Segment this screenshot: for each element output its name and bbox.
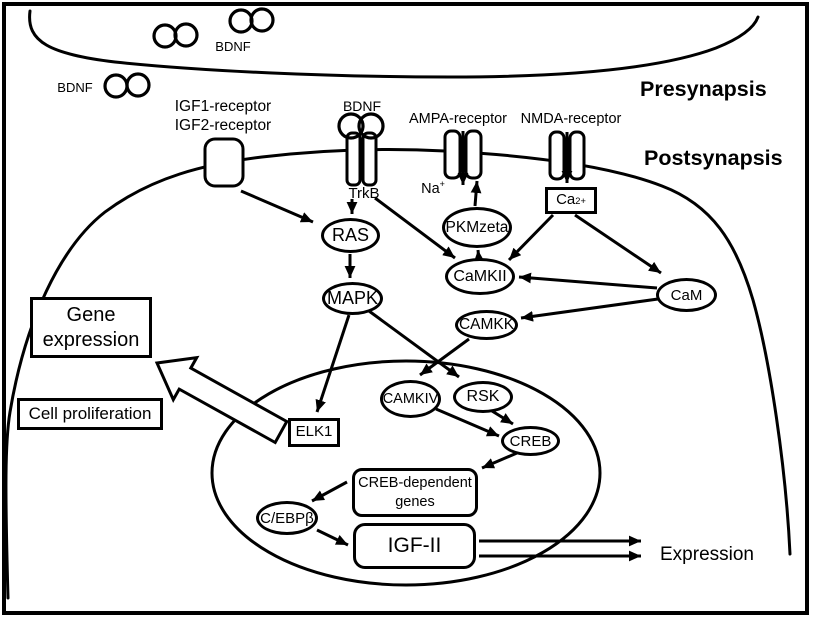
creb-dependent-genes-box: CREB-dependent genes (352, 468, 478, 517)
node-camkiv: CAMKIV (380, 380, 441, 418)
node-rsk: RSK (453, 381, 513, 413)
trkb-label: TrkB (348, 185, 380, 202)
nucleus-output-block-arrow (154, 355, 289, 445)
bdnf-trkb-label: BDNF (342, 98, 382, 114)
bdnf-top-label: BDNF (215, 39, 251, 54)
node-camkk: CAMKK (455, 310, 518, 340)
expression-label: Expression (660, 544, 754, 565)
arrow-creb-to-crebgenes (481, 451, 518, 470)
trkb-receptor-icon (337, 112, 385, 187)
presynapsis-label: Presynapsis (640, 77, 767, 101)
bdnf-dimer-top-middle (152, 22, 199, 49)
arrow-ca-to-camkii (507, 213, 555, 262)
igf1-receptor-label: IGF1-receptor (174, 98, 272, 115)
igf2-receptor-label: IGF2-receptor (174, 116, 272, 134)
node-cebpb: C/EBPβ (256, 501, 318, 535)
arrow-rsk-to-creb (491, 409, 514, 426)
arrow-mapk-to-rsk (368, 309, 460, 379)
presynaptic-membrane (28, 9, 760, 79)
ampa-receptor-label: AMPA-receptor (408, 111, 508, 127)
arrow-cebpb-to-igf2 (316, 528, 349, 547)
gene-expression-line1: Gene (66, 303, 116, 326)
igf2-box: IGF-II (353, 523, 476, 569)
arrow-pkmzeta-to-ampa (470, 180, 482, 207)
node-creb: CREB (501, 426, 560, 456)
gene-expression-box: Gene expression (30, 297, 152, 358)
node-mapk: MAPK (322, 282, 383, 315)
postsynapsis-label: Postsynapsis (644, 146, 783, 170)
creb-genes-line1: CREB-dependent (358, 475, 472, 492)
arrow-cam-to-camkii (518, 272, 658, 290)
igf-receptor-label: IGF1-receptor IGF2-receptor (161, 98, 285, 135)
arrow-crebgenes-to-cebpb (311, 480, 348, 503)
bdnf-dimer-top-right (228, 7, 275, 34)
na-base: Na (421, 181, 440, 197)
nucleus-outline (210, 359, 602, 587)
nmda-receptor-label: NMDA-receptor (520, 111, 622, 127)
ca-base: Ca (556, 191, 576, 209)
cell-proliferation-box: Cell proliferation (17, 398, 163, 430)
node-cam: CaM (656, 278, 717, 312)
node-pkmzeta: PKMzeta (442, 207, 512, 248)
arrow-ca-to-cam (574, 213, 662, 275)
na-superscript: + (439, 179, 445, 190)
na-ion-label: Na+ (414, 179, 452, 198)
igf-receptor-icon (203, 137, 245, 188)
expression-arrows (479, 535, 641, 562)
gene-expression-line2: expression (42, 328, 140, 351)
bdnf-left-label: BDNF (57, 80, 93, 95)
elk1-box: ELK1 (288, 418, 340, 447)
arrow-camkiv-to-creb (435, 407, 500, 438)
node-ras: RAS (321, 218, 380, 253)
arrow-camkk-to-camkiv (419, 337, 470, 377)
arrow-igf-to-ras (240, 189, 314, 224)
ampa-receptor-icon (443, 129, 483, 185)
nmda-receptor-icon (548, 130, 586, 183)
node-camkii: CaMKII (445, 258, 515, 295)
bdnf-dimer-left (103, 72, 151, 99)
diagram-border (2, 2, 809, 615)
arrow-mapk-to-elk1 (315, 314, 351, 413)
arrow-trkb-to-camkii (374, 196, 456, 260)
creb-genes-line2: genes (395, 493, 435, 510)
arrow-cam-to-camkk (520, 297, 659, 322)
